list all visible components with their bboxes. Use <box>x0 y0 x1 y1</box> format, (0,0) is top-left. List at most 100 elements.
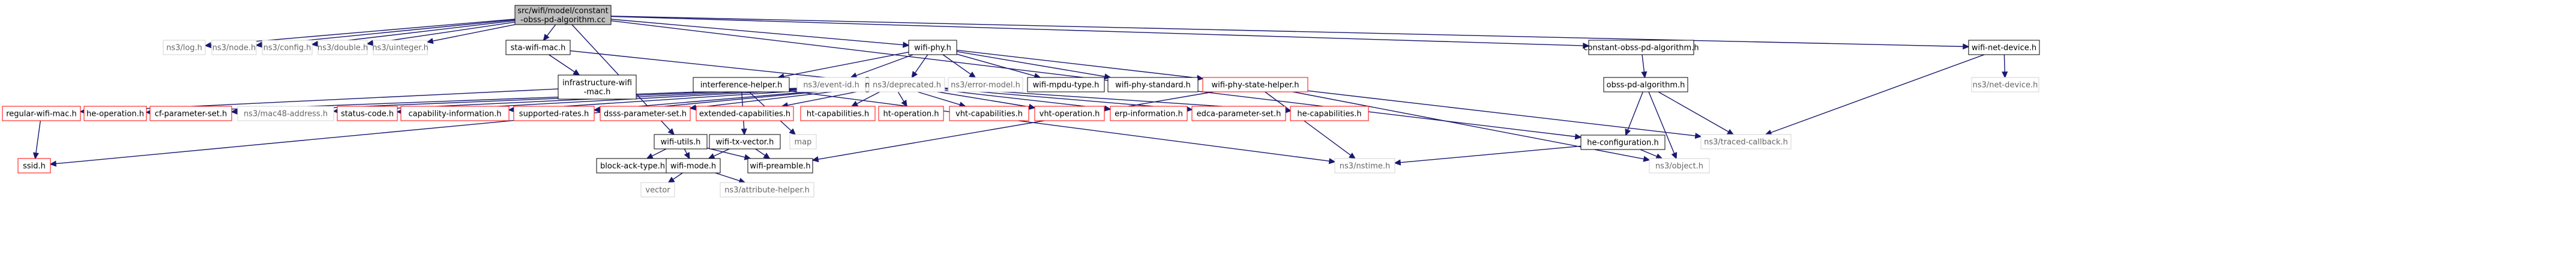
file-node-suprates[interactable]: supported-rates.h <box>513 106 595 121</box>
file-node-mpdutype[interactable]: wifi-mpdu-type.h <box>1027 77 1105 92</box>
node-box <box>1202 77 1308 92</box>
file-node-constobss[interactable]: constant-obss-pd-algorithm.h <box>1583 40 1699 55</box>
node-box <box>796 77 866 92</box>
edge-line <box>1658 91 1729 133</box>
dependency-edge-wifiphy-to-deprecated <box>911 54 928 79</box>
file-node-hecap[interactable]: he-capabilities.h <box>1290 106 1369 121</box>
dependency-edge-root-to-wifiphy <box>610 19 910 48</box>
edge-line <box>210 19 516 46</box>
file-node-eventid: ns3/event-id.h <box>796 77 866 92</box>
file-node-wifiphy[interactable]: wifi-phy.h <box>908 40 957 55</box>
file-node-preamble[interactable]: wifi-preamble.h <box>747 158 813 174</box>
node-box <box>1603 77 1688 92</box>
dependency-edge-obsspd-to-object <box>1648 91 1678 160</box>
edge-line <box>546 24 556 37</box>
file-node-txvector[interactable]: wifi-tx-vector.h <box>709 134 781 150</box>
file-node-edca[interactable]: edca-parameter-set.h <box>1191 106 1286 121</box>
file-node-phystate[interactable]: wifi-phy-state-helper.h <box>1202 77 1308 92</box>
edge-line <box>706 147 745 158</box>
node-label: constant-obss-pd-algorithm.h <box>1583 44 1699 53</box>
file-node-extcap[interactable]: extended-capabilities.h <box>696 106 794 121</box>
node-label: wifi-net-device.h <box>1972 44 2036 53</box>
edge-line <box>372 22 516 44</box>
node-box <box>868 77 945 92</box>
node-box <box>558 74 637 100</box>
edge-arrowhead <box>204 42 212 49</box>
edge-line <box>713 148 730 157</box>
edge-arrowhead <box>1655 153 1663 159</box>
node-box <box>17 158 51 174</box>
file-node-heop[interactable]: he-operation.h <box>83 106 147 121</box>
file-node-capinfo[interactable]: capability-information.h <box>400 106 510 121</box>
node-box <box>747 158 813 174</box>
node-label: vht-capabilities.h <box>955 110 1023 119</box>
file-node-heconfig[interactable]: he-configuration.h <box>1580 135 1666 150</box>
file-node-blockack[interactable]: block-ack-type.h <box>596 158 669 174</box>
edge-line <box>855 54 913 76</box>
dependency-edge-heconfig-to-nstime <box>1394 145 1581 166</box>
dependency-edge-mgt-to-vhtcap <box>917 91 966 108</box>
dependency-edge-wifiphy-to-eventid <box>850 54 913 79</box>
file-node-errormodel: ns3/error-model.h <box>948 77 1023 92</box>
file-node-stawifimac[interactable]: sta-wifi-mac.h <box>505 40 571 55</box>
edge-arrowhead <box>1643 156 1651 162</box>
dependency-edge-mgt-to-ssid <box>49 87 861 167</box>
file-node-htop[interactable]: ht-operation.h <box>878 106 944 121</box>
file-node-wifinetdev[interactable]: wifi-net-device.h <box>1968 40 2040 55</box>
edge-arrowhead <box>1583 42 1590 49</box>
dependency-edge-root-to-wifinetdev <box>610 16 1970 50</box>
file-node-regular[interactable]: regular-wifi-mac.h <box>2 106 81 121</box>
file-node-statuscode[interactable]: status-code.h <box>337 106 398 121</box>
dependency-edge-regular-to-ssid <box>32 120 41 160</box>
dependency-edge-heconfig-to-object <box>1640 149 1663 159</box>
file-node-root[interactable]: src/wifi/model/constant-obss-pd-algorith… <box>514 5 612 25</box>
file-node-vhtcap[interactable]: vht-capabilities.h <box>949 106 1029 121</box>
node-box <box>720 182 814 198</box>
node-box <box>1110 106 1188 121</box>
file-node-infra[interactable]: infrastructure-wifi-mac.h <box>558 74 637 100</box>
file-node-interference[interactable]: interference-helper.h <box>693 77 790 92</box>
edge-line <box>926 89 1030 107</box>
edge-line <box>817 91 1214 160</box>
node-label: map <box>795 138 812 147</box>
node-box <box>149 106 232 121</box>
edge-arrowhead <box>1726 128 1735 135</box>
dependency-edge-wifiphy-to-errormodel <box>942 54 977 78</box>
node-label: wifi-tx-vector.h <box>716 138 774 147</box>
edge-arrowhead <box>1349 153 1356 160</box>
edge-arrowhead <box>1694 133 1702 139</box>
node-label: ns3/traced-callback.h <box>1704 138 1788 147</box>
node-label: ssid.h <box>23 162 46 171</box>
file-node-htcap[interactable]: ht-capabilities.h <box>800 106 876 121</box>
edge-line <box>942 54 972 75</box>
dependency-edge-wifiutils-to-wifimode <box>684 148 690 160</box>
file-node-phystandard[interactable]: wifi-phy-standard.h <box>1107 77 1199 92</box>
edge-arrowhead <box>811 156 819 163</box>
node-label: ns3/attribute-helper.h <box>724 186 810 195</box>
edge-line <box>1648 91 1675 154</box>
file-node-erpinfo[interactable]: erp-information.h <box>1110 106 1188 121</box>
edge-arrowhead <box>593 106 601 113</box>
file-node-wifimode[interactable]: wifi-mode.h <box>666 158 721 174</box>
file-node-cfparam[interactable]: cf-parameter-set.h <box>149 106 232 121</box>
edge-arrowhead <box>1328 158 1336 165</box>
edge-arrowhead <box>789 128 796 136</box>
dependency-edge-phystate-to-traced <box>1307 90 1702 139</box>
file-node-deprecated: ns3/deprecated.h <box>868 77 945 92</box>
node-box <box>948 77 1023 92</box>
file-node-wifiutils[interactable]: wifi-utils.h <box>654 134 708 150</box>
node-box <box>514 5 612 25</box>
file-node-ssid[interactable]: ssid.h <box>17 158 51 174</box>
file-node-obsspd[interactable]: obss-pd-algorithm.h <box>1603 77 1688 92</box>
file-node-netdevice: ns3/net-device.h <box>1971 77 2039 92</box>
node-box <box>317 40 368 55</box>
edge-line <box>610 16 1584 46</box>
edge-line <box>1627 91 1643 130</box>
dependency-edge-wifiphy-to-mpdutype <box>956 53 1041 79</box>
file-node-dsss[interactable]: dsss-parameter-set.h <box>600 106 691 121</box>
edge-arrowhead <box>1394 159 1401 166</box>
file-node-node: ns3/node.h <box>211 40 257 55</box>
node-box <box>666 158 721 174</box>
file-node-vhtop[interactable]: vht-operation.h <box>1034 106 1105 121</box>
node-box <box>709 134 781 150</box>
